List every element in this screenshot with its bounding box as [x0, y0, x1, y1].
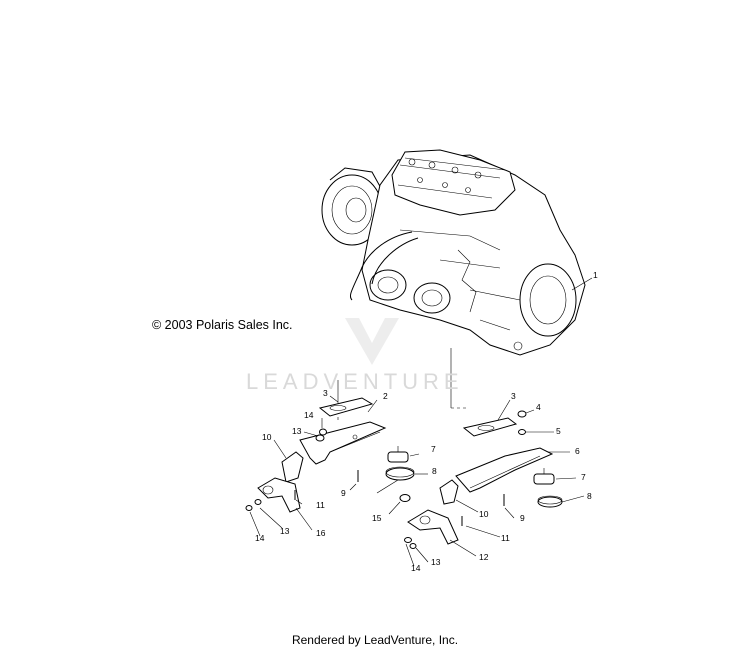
watermark-text: LEADVENTURE	[246, 369, 464, 394]
leader-lines	[249, 395, 585, 567]
callout-13-left-lower: 13	[280, 526, 290, 536]
callout-13-right: 13	[431, 557, 441, 567]
callout-7-left: 7	[431, 444, 436, 454]
callout-8-right: 8	[587, 491, 592, 501]
right-mount-group	[404, 410, 563, 549]
copyright-notice: © 2003 Polaris Sales Inc.	[152, 318, 293, 332]
callout-6: 6	[575, 446, 580, 456]
watermark-logo	[345, 318, 399, 365]
callout-11-right: 11	[501, 533, 510, 543]
footer-credit: Rendered by LeadVenture, Inc.	[291, 633, 459, 647]
callout-9-left: 9	[341, 488, 346, 498]
callout-15: 15	[372, 513, 382, 523]
callout-14-right: 14	[411, 563, 421, 573]
callout-4: 4	[536, 402, 541, 412]
callout-12: 12	[479, 552, 489, 562]
callout-2: 2	[383, 391, 388, 401]
callout-8-left: 8	[432, 466, 437, 476]
callout-5: 5	[556, 426, 561, 436]
callout-11-left: 11	[316, 500, 325, 510]
callout-14-left-upper: 14	[304, 410, 314, 420]
engine-assembly	[321, 149, 586, 356]
callout-13-left-upper: 13	[292, 426, 302, 436]
left-mount-group	[245, 397, 415, 513]
callout-3-left: 3	[323, 388, 328, 398]
callout-1: 1	[593, 270, 598, 280]
callout-9-right: 9	[520, 513, 525, 523]
callout-3-right: 3	[511, 391, 516, 401]
callout-10-left: 10	[262, 432, 272, 442]
callout-16: 16	[316, 528, 326, 538]
callout-14-left-lower: 14	[255, 533, 265, 543]
callout-10-right: 10	[479, 509, 489, 519]
callout-7-right: 7	[581, 472, 586, 482]
callout-labels: 1 3 14 13 2 10 9 11 16 14 13 7 8 15 3 4 …	[255, 270, 598, 573]
